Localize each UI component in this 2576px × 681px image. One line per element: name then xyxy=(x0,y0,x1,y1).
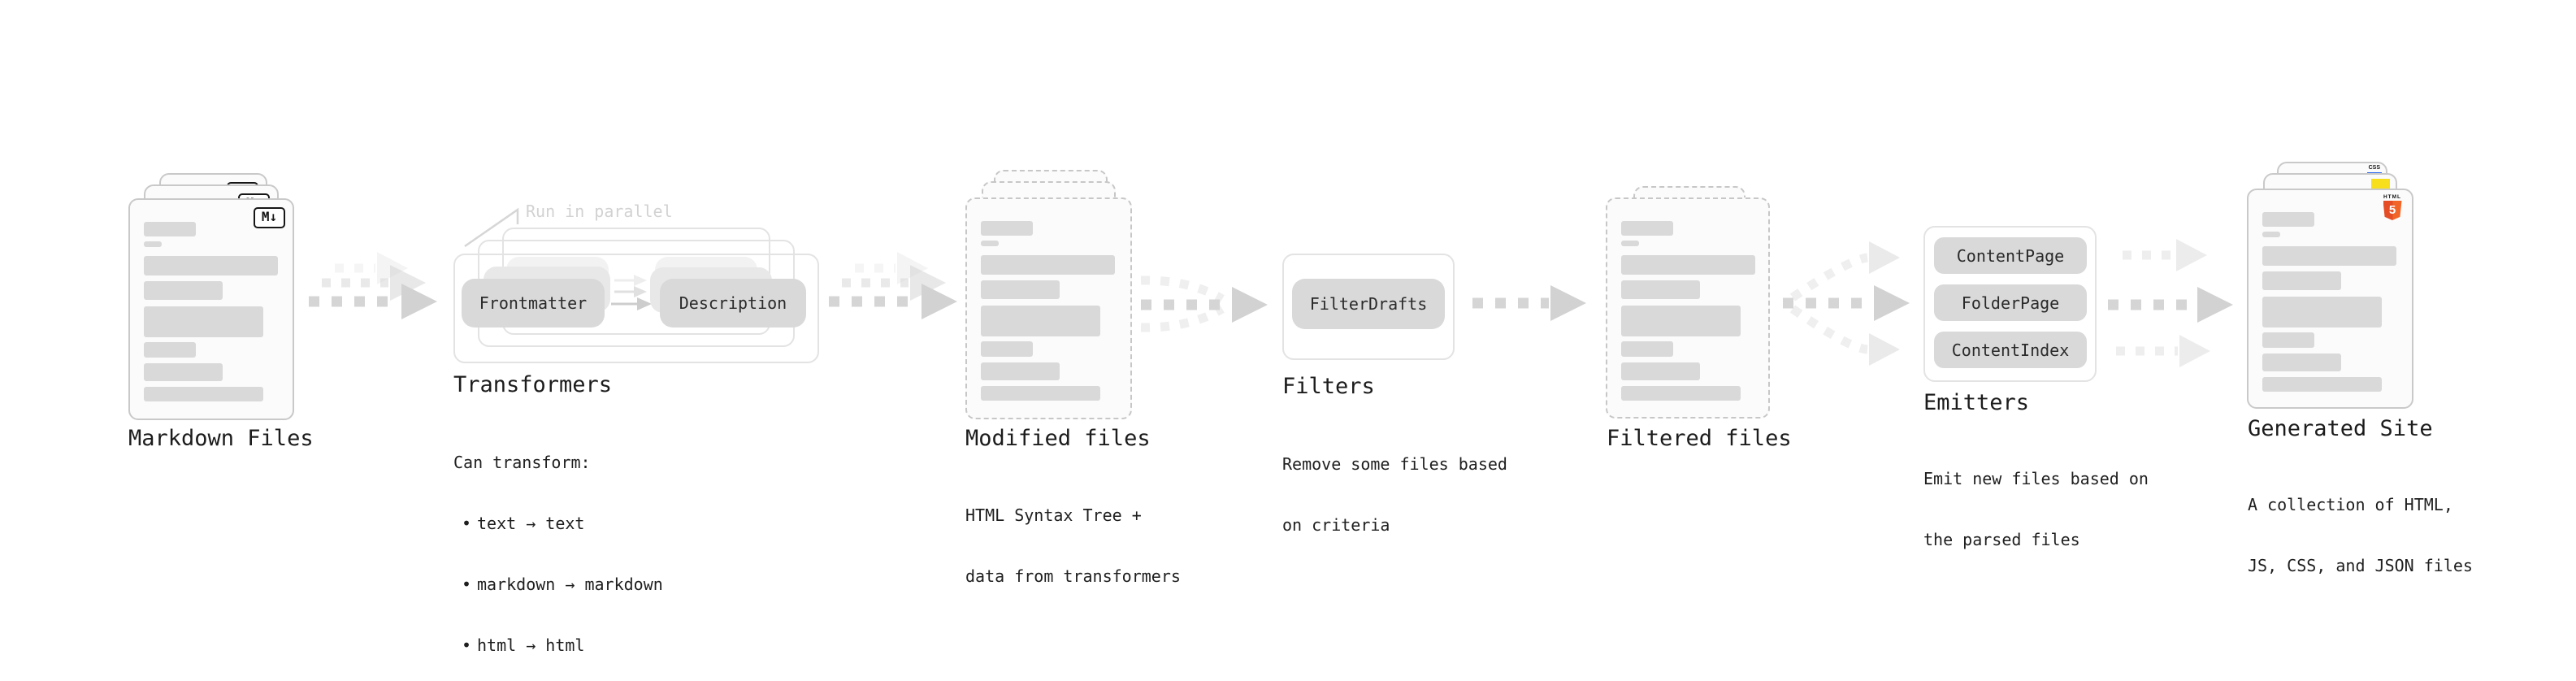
html-file-card: HTML 5 xyxy=(2247,189,2413,409)
document-skeleton xyxy=(1621,221,1755,401)
placeholder-bar xyxy=(981,255,1115,275)
description-line: the parsed files xyxy=(1923,530,2080,549)
description-line: Remove some files based xyxy=(1282,454,1507,474)
placeholder-bar xyxy=(2262,212,2314,227)
placeholder-bar xyxy=(2262,354,2341,371)
placeholder-bar xyxy=(144,281,223,300)
transformer-parallel-arrows xyxy=(611,275,652,310)
html5-icon: HTML 5 xyxy=(2383,194,2402,220)
placeholder-bar xyxy=(144,256,278,275)
placeholder-bar xyxy=(2262,246,2396,266)
transform-bullet: • text → text xyxy=(453,514,663,534)
description-line: on criteria xyxy=(1282,515,1390,535)
description-line: data from transformers xyxy=(965,566,1181,586)
filters-title: Filters xyxy=(1282,374,1375,399)
bullet-text: text → text xyxy=(477,514,585,533)
transformer-frame-front xyxy=(453,254,819,363)
placeholder-bar xyxy=(1621,386,1741,401)
placeholder-bar xyxy=(1621,306,1741,336)
placeholder-bar xyxy=(1621,221,1673,236)
html5-icon-word: HTML xyxy=(2383,194,2402,200)
placeholder-bar xyxy=(2262,377,2382,392)
bullet-icon: • xyxy=(462,575,472,594)
arrow-filters-to-filtered xyxy=(1472,285,1586,321)
markdown-files-title: Markdown Files xyxy=(128,426,314,451)
placeholder-bar xyxy=(981,306,1100,336)
placeholder-bar xyxy=(144,363,223,381)
modified-files-title: Modified files xyxy=(965,426,1151,451)
modified-file-card xyxy=(965,197,1132,419)
markdown-file-card: M↓ xyxy=(128,198,294,420)
placeholder-bar xyxy=(144,241,162,247)
description-line: Emit new files based on xyxy=(1923,469,2149,488)
transformers-title: Transformers xyxy=(453,372,613,397)
placeholder-bar xyxy=(2262,271,2341,290)
description-line: A collection of HTML, xyxy=(2248,495,2453,514)
bullet-icon: • xyxy=(462,635,472,655)
document-skeleton xyxy=(144,222,278,401)
transformer-description-box: Description xyxy=(660,279,806,327)
arrow-filtered-to-emitters xyxy=(1783,241,1910,366)
arrow-transformers-to-modified xyxy=(829,252,957,319)
placeholder-bar xyxy=(981,362,1060,380)
arrow-emitters-to-generated xyxy=(2108,239,2233,367)
arrow-markdown-to-transformers xyxy=(309,252,437,319)
filter-drafts-box: FilterDrafts xyxy=(1292,279,1445,329)
placeholder-bar xyxy=(144,387,263,401)
document-skeleton xyxy=(981,221,1115,401)
modified-files-description: HTML Syntax Tree + data from transformer… xyxy=(965,465,1181,627)
transformer-frontmatter-box: Frontmatter xyxy=(462,279,605,327)
transform-bullet: • html → html xyxy=(453,635,663,656)
markdown-icon: M↓ xyxy=(254,207,285,228)
placeholder-bar xyxy=(1621,255,1755,275)
filtered-files-stack xyxy=(1606,186,1770,419)
emitters-title: Emitters xyxy=(1923,390,2030,415)
emitters-description: Emit new files based on the parsed files xyxy=(1923,428,2149,591)
bullet-text: markdown → markdown xyxy=(477,575,663,594)
placeholder-bar xyxy=(981,386,1100,401)
bullet-text: html → html xyxy=(477,635,585,655)
transformers-description-heading: Can transform: xyxy=(453,453,591,472)
placeholder-bar xyxy=(1621,362,1700,380)
run-in-parallel-annotation: Run in parallel xyxy=(526,202,673,221)
emitter-contentpage-box: ContentPage xyxy=(1934,237,2087,274)
placeholder-bar xyxy=(2262,232,2280,237)
filtered-files-title: Filtered files xyxy=(1607,426,1792,451)
transform-bullet: • markdown → markdown xyxy=(453,575,663,595)
placeholder-bar xyxy=(2262,332,2314,348)
annotation-leader-line xyxy=(464,207,519,248)
html5-icon-shield: 5 xyxy=(2383,201,2402,220)
markdown-files-stack: M↓ M↓ M↓ xyxy=(128,173,296,420)
generated-site-title: Generated Site xyxy=(2248,416,2433,441)
emitter-contentindex-box: ContentIndex xyxy=(1934,332,2087,368)
placeholder-bar xyxy=(981,280,1060,299)
description-line: HTML Syntax Tree + xyxy=(965,505,1142,525)
placeholder-bar xyxy=(981,241,999,246)
bullet-icon: • xyxy=(462,514,472,533)
placeholder-bar xyxy=(981,341,1033,357)
filters-description: Remove some files based on criteria xyxy=(1282,414,1507,576)
placeholder-bar xyxy=(144,306,263,337)
generated-site-description: A collection of HTML, JS, CSS, and JSON … xyxy=(2248,454,2473,617)
placeholder-bar xyxy=(1621,241,1639,246)
filtered-file-card xyxy=(1606,197,1770,419)
placeholder-bar xyxy=(981,221,1033,236)
arrow-modified-to-filters xyxy=(1140,275,1268,332)
emitter-folderpage-box: FolderPage xyxy=(1934,284,2087,321)
placeholder-bar xyxy=(1621,280,1700,299)
description-line: JS, CSS, and JSON files xyxy=(2248,556,2473,575)
document-skeleton xyxy=(2262,212,2396,392)
filters-frame xyxy=(1282,254,1455,360)
transformers-description: Can transform: • text → text • markdown … xyxy=(453,412,663,681)
emitters-frame xyxy=(1923,226,2097,382)
placeholder-bar xyxy=(1621,341,1673,357)
generated-site-stack: CSS HTML 5 xyxy=(2247,162,2414,410)
modified-files-stack xyxy=(965,170,1133,419)
placeholder-bar xyxy=(144,342,196,358)
placeholder-bar xyxy=(2262,297,2382,327)
placeholder-bar xyxy=(144,222,196,236)
